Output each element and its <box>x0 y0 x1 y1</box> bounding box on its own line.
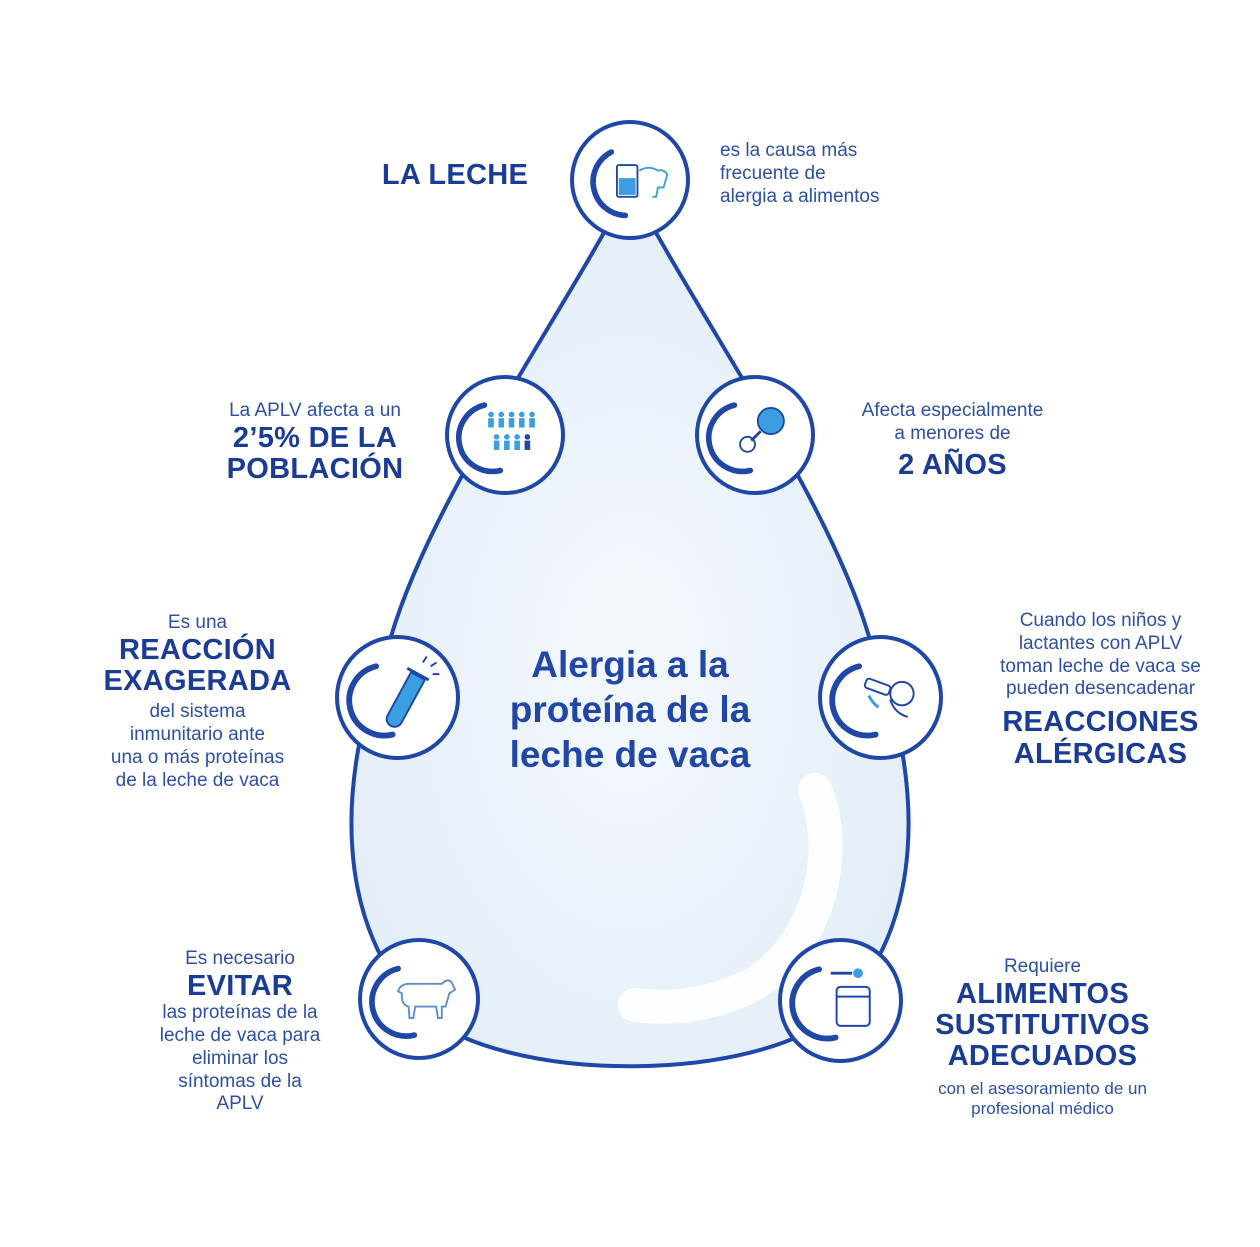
evitar-text: Es necesario EVITAR las proteínas de la … <box>159 948 321 1115</box>
poblacion-text: La APLV afecta a un 2’5% DE LA POBLACIÓN <box>226 400 404 486</box>
leche-title: LA LECHE <box>381 159 529 191</box>
menores-text: Afecta especialmente a menores de 2 AÑOS <box>861 400 1044 481</box>
alimentos-text: Requiere ALIMENTOS SUSTITUTIVOS ADECUADO… <box>935 956 1150 1119</box>
leche-desc: es la causa más frecuente de alergia a a… <box>720 140 880 207</box>
baby-bottle-icon <box>829 663 915 739</box>
node-leche <box>570 120 690 240</box>
center-title: Alergia a la proteína de la leche de vac… <box>509 644 751 776</box>
reacciones-text: Cuando los niños y lactantes con APLV to… <box>1000 610 1201 770</box>
drop-highlight <box>618 773 843 1024</box>
node-menores <box>695 375 815 495</box>
milk-glass-cow-icon <box>590 149 669 219</box>
node-reacciones <box>818 635 943 760</box>
reaccion-text: Es una REACCIÓN EXAGERADA del sistema in… <box>103 612 292 791</box>
drop-outline <box>349 180 911 1069</box>
node-reaccion <box>335 635 460 760</box>
people-group-icon <box>456 402 535 475</box>
node-poblacion <box>445 375 565 495</box>
node-alimentos <box>778 938 903 1063</box>
cow-icon <box>369 965 457 1039</box>
test-tube-icon <box>346 656 440 739</box>
node-evitar <box>358 938 480 1060</box>
formula-can-scoop-icon <box>789 966 871 1042</box>
pacifier-icon <box>706 402 785 475</box>
